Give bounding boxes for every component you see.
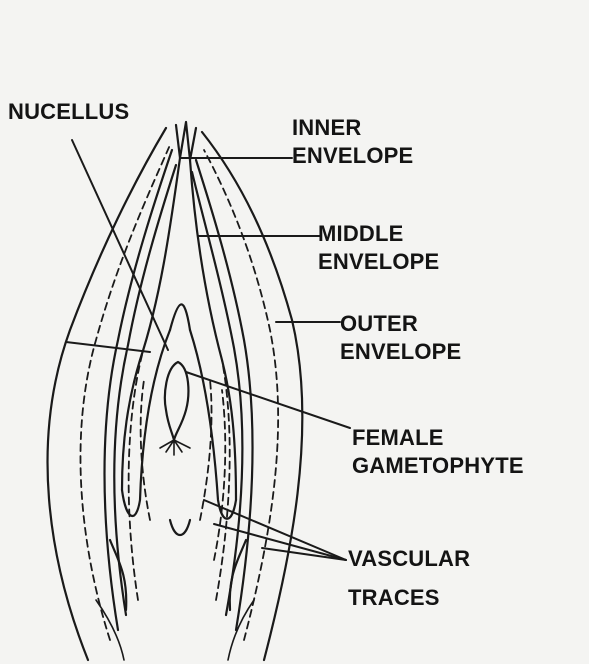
label-middle-envelope-line1: MIDDLE — [318, 220, 404, 247]
label-female-gametophyte-line1: FEMALE — [352, 424, 444, 451]
vascular-traces-leader-2 — [214, 524, 346, 560]
label-vascular-traces-line1: VASCULAR — [348, 545, 470, 572]
label-outer-envelope-line1: OUTER — [340, 310, 418, 337]
nucellus-leader — [72, 140, 168, 350]
label-inner-envelope-line2: ENVELOPE — [292, 142, 413, 169]
outer-envelope — [48, 128, 303, 660]
label-female-gametophyte-line2: GAMETOPHYTE — [352, 452, 524, 479]
label-vascular-traces-line2: TRACES — [348, 584, 440, 611]
label-outer-envelope-line2: ENVELOPE — [340, 338, 461, 365]
leader-lines — [66, 140, 350, 560]
label-nucellus: NUCELLUS — [8, 98, 129, 125]
middle-envelope — [105, 150, 253, 630]
label-inner-envelope-line1: INNER — [292, 114, 361, 141]
female-gametophyte-shape — [160, 362, 190, 455]
label-middle-envelope-line2: ENVELOPE — [318, 248, 439, 275]
chalaza-base — [96, 520, 254, 660]
vascular-traces-leader-1 — [204, 500, 346, 560]
female-gametophyte-leader-2 — [66, 342, 150, 352]
